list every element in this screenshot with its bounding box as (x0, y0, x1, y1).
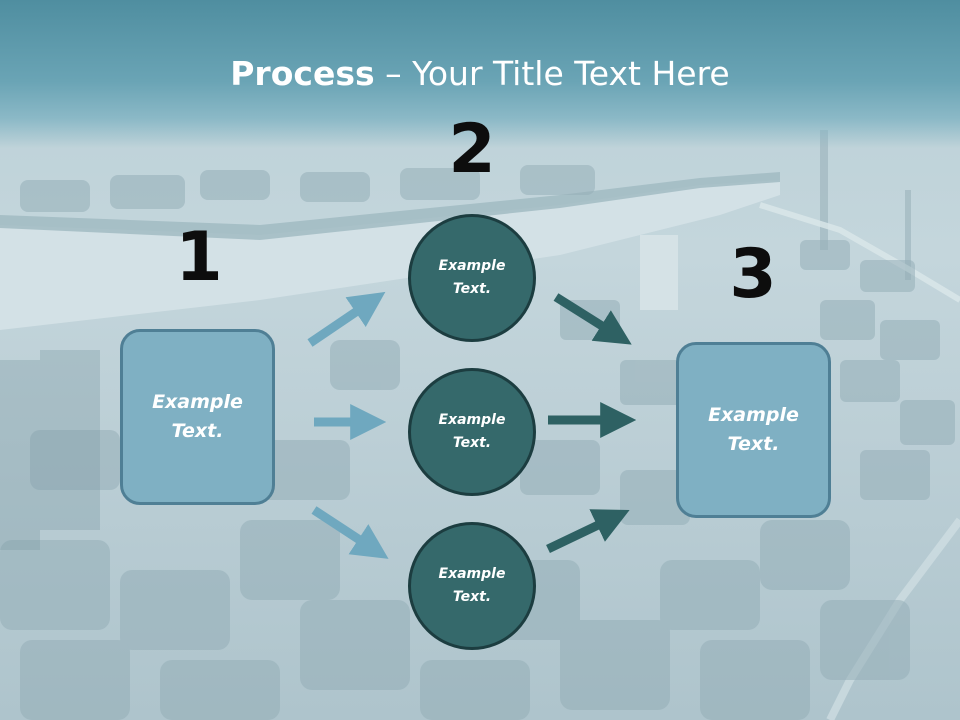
arrow-to-top-circle (307, 291, 386, 347)
middle-circle-text: Example Text. (438, 412, 506, 451)
step-number-2: 2 (448, 110, 496, 189)
left-box-text: Example Text. (152, 391, 243, 442)
title-bold: Process (230, 54, 375, 93)
title-rest: – Your Title Text Here (374, 54, 730, 93)
bottom-process-circle: Example Text. (408, 522, 536, 650)
bottom-circle-text: Example Text. (438, 566, 506, 605)
step-number-3: 3 (729, 235, 777, 314)
middle-process-circle: Example Text. (408, 368, 536, 496)
step-number-1: 1 (175, 218, 223, 297)
arrow-from-top-circle (553, 293, 632, 345)
arrow-to-bottom-circle (311, 506, 389, 559)
title-bar (0, 0, 960, 148)
top-process-circle: Example Text. (408, 214, 536, 342)
left-process-box: Example Text. (120, 329, 275, 505)
top-circle-text: Example Text. (438, 258, 506, 297)
right-box-text: Example Text. (708, 404, 799, 455)
arrow-from-bottom-circle (546, 509, 630, 554)
slide-title: Process – Your Title Text Here (0, 52, 960, 96)
right-process-box: Example Text. (676, 342, 831, 518)
